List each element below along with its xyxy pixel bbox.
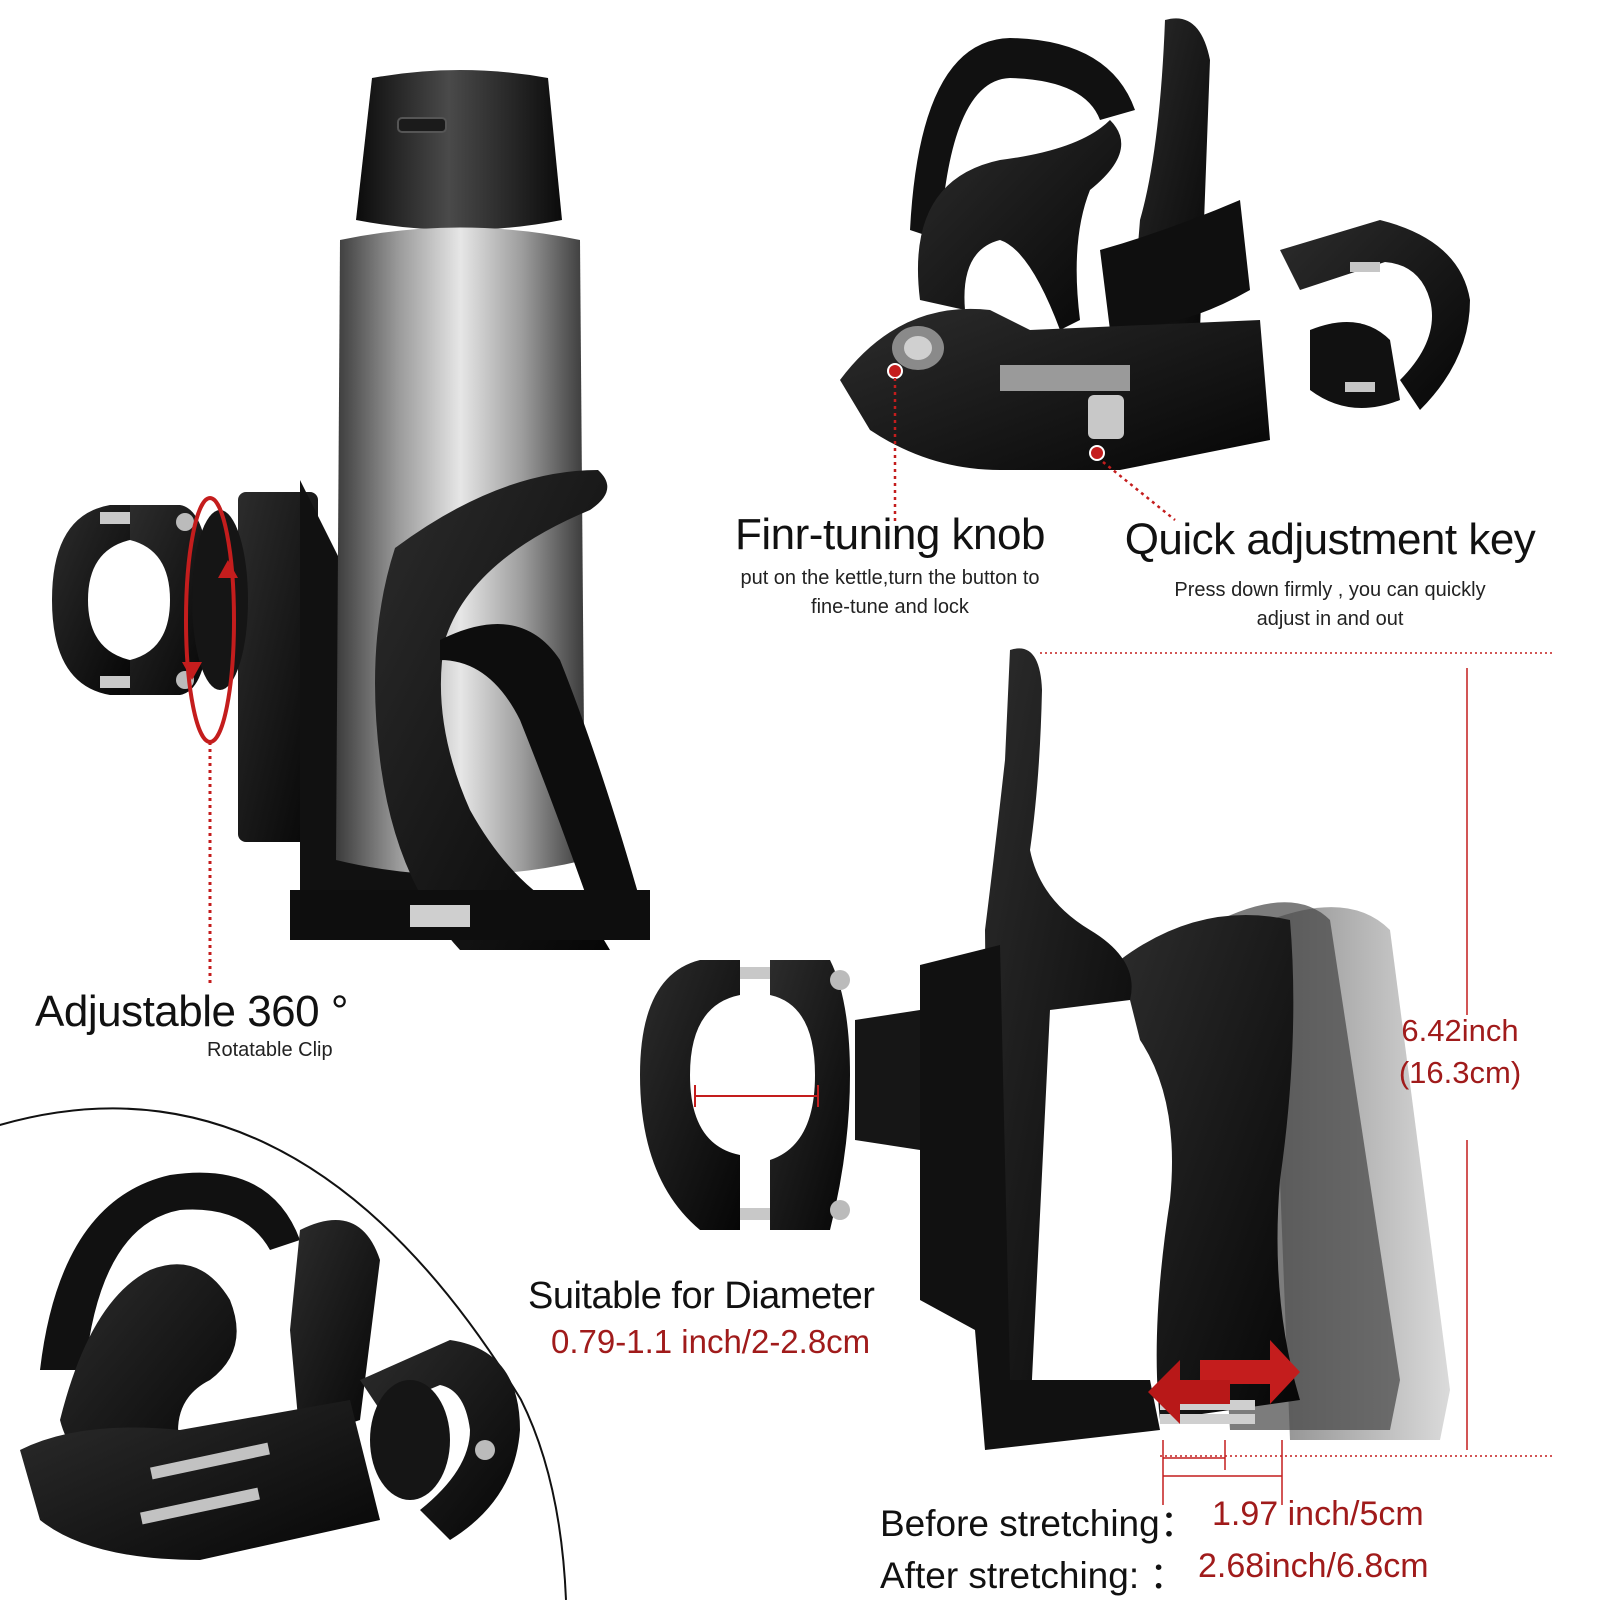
diameter-value: 0.79-1.1 inch/2-2.8cm bbox=[551, 1323, 871, 1360]
bottle-holder-illustration bbox=[52, 70, 650, 950]
rotation-subtitle: Rotatable Clip bbox=[207, 1039, 333, 1061]
quick-key-desc-line1: Press down firmly , you can quickly bbox=[1174, 579, 1486, 601]
stretch-after-label: After stretching: ： bbox=[880, 1555, 1187, 1596]
circular-detail-illustration bbox=[0, 1107, 567, 1600]
height-value-line2: (16.3cm) bbox=[1398, 1055, 1522, 1090]
side-view-illustration bbox=[640, 648, 1555, 1505]
rotation-indicator bbox=[182, 496, 238, 985]
stretch-after-value: 2.68inch/6.8cm bbox=[1198, 1547, 1429, 1585]
tuning-knob-title: Finr-tuning knob bbox=[735, 510, 1045, 559]
holder-closeup-illustration bbox=[840, 18, 1470, 525]
height-value-line1: 6.42inch bbox=[1401, 1013, 1519, 1048]
quick-key-title: Quick adjustment key bbox=[1124, 515, 1536, 564]
tuning-knob-desc-line2: fine-tune and lock bbox=[811, 596, 969, 618]
rotation-title: Adjustable 360 ° bbox=[35, 987, 348, 1036]
quick-key-desc-line2: adjust in and out bbox=[1256, 608, 1404, 630]
diameter-title: Suitable for Diameter bbox=[528, 1275, 875, 1317]
stretch-before-value: 1.97 inch/5cm bbox=[1212, 1495, 1424, 1533]
tuning-knob-desc-line1: put on the kettle,turn the button to bbox=[740, 567, 1040, 589]
stretch-before-label: Before stretching： bbox=[880, 1503, 1197, 1544]
